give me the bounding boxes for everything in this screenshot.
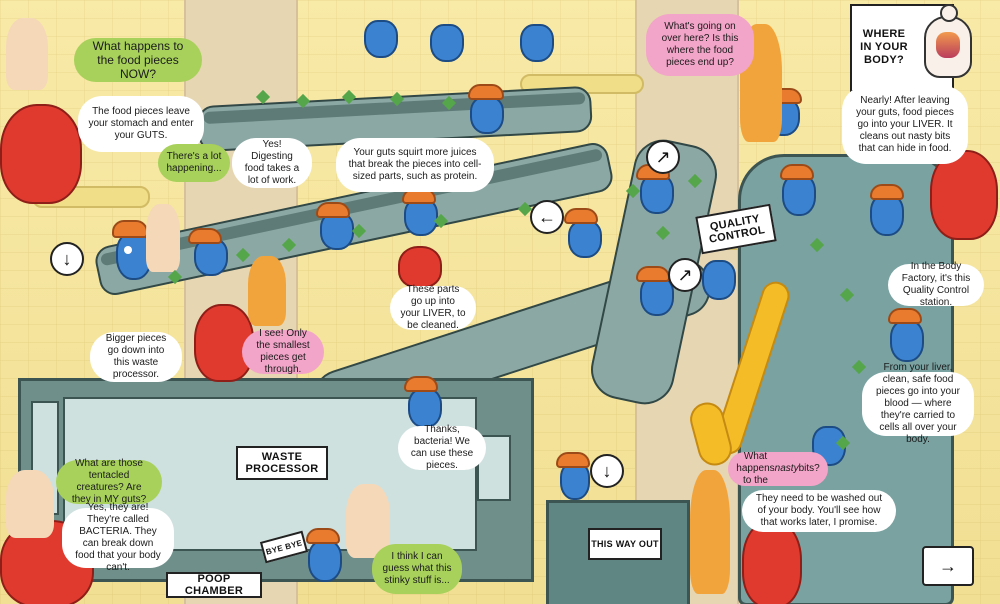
red-owl [742,520,802,604]
right-arrow-icon: ↗ [646,140,680,174]
child-character [6,470,54,538]
body-diagram-icon [924,4,972,78]
speech-bubble: I see! Only the smallest pieces get thro… [242,328,324,375]
left-arrow-icon: ← [530,200,564,234]
speech-bubble: Nearly! After leaving your guts, food pi… [842,86,968,164]
child-character [248,256,286,326]
down-arrow-icon: ↓ [590,454,624,488]
worker-blob [430,24,464,62]
worker-blob [640,276,674,316]
speech-bubble: From your liver, clean, safe food pieces… [862,362,974,445]
waste-processor-sign: WASTE PROCESSOR [236,446,328,480]
worker-blob [408,388,442,428]
helmet [564,208,598,224]
nasty-bits-suffix: bits? [798,463,820,474]
speech-bubble: Yes, they are! They're called BACTERIA. … [62,502,174,573]
worker-blob [308,540,342,582]
worker-blob [702,260,736,300]
helmet [780,164,814,180]
helmet [112,220,148,238]
speech-bubble: What are those tentacled creatures? Are … [56,458,162,505]
helmet [870,184,904,200]
speech-bubble: What happens to the nasty bits? [728,451,828,486]
helmet [306,528,340,544]
question-bubble: What happens to the food pieces NOW? [74,38,202,82]
helmet [316,202,350,218]
speech-bubble: There's a lot happening... [158,144,230,182]
child-character [6,18,48,90]
worker-blob [870,194,904,236]
speech-bubble: Yes! Digesting food takes a lot of work. [232,138,312,188]
this-way-out-sign: THIS WAY OUT [588,528,662,560]
speech-bubble: What's going on over here? Is this where… [646,14,754,76]
child-character [690,470,730,594]
red-owl [0,104,82,204]
worker-blob [364,20,398,58]
where-in-body-box: WHERE IN YOUR BODY? [850,4,972,92]
speech-bubble: These parts go up into your LIVER, to be… [390,284,476,331]
worker-blob [782,174,816,216]
speech-bubble: Bigger pieces go down into this waste pr… [90,332,182,382]
speech-bubble: In the Body Factory, it's this Quality C… [888,261,984,308]
worker-blob [640,174,674,214]
right-arrow-icon: ↗ [668,258,702,292]
worker-blob [890,320,924,362]
nasty-bits-prefix: What happens to the [736,451,775,486]
speech-bubble: Thanks, bacteria! We can use these piece… [398,424,486,471]
speech-bubble: Your guts squirt more juices that break … [336,138,494,192]
poop-chamber-sign: POOP CHAMBER [166,572,262,598]
helmet [468,84,504,100]
red-owl [398,246,442,288]
nasty-bits-word: nasty [774,463,799,474]
down-arrow-icon: ↓ [50,242,84,276]
child-character [346,484,390,558]
right-arrow-icon: → [922,546,974,586]
helmet [636,266,670,282]
speech-bubble: I think I can guess what this stinky stu… [372,544,462,594]
helmet [188,228,222,244]
helmet [556,452,590,468]
worker-blob [568,220,602,258]
speech-bubble: They need to be washed out of your body.… [742,490,896,532]
worker-blob [470,96,504,134]
helmet [404,376,438,392]
where-in-body-label: WHERE IN YOUR BODY? [858,14,910,80]
child-character [146,204,180,272]
speech-bubble: The food pieces leave your stomach and e… [78,96,204,152]
worker-blob [520,24,554,62]
red-owl [930,150,998,240]
helmet [888,308,922,324]
